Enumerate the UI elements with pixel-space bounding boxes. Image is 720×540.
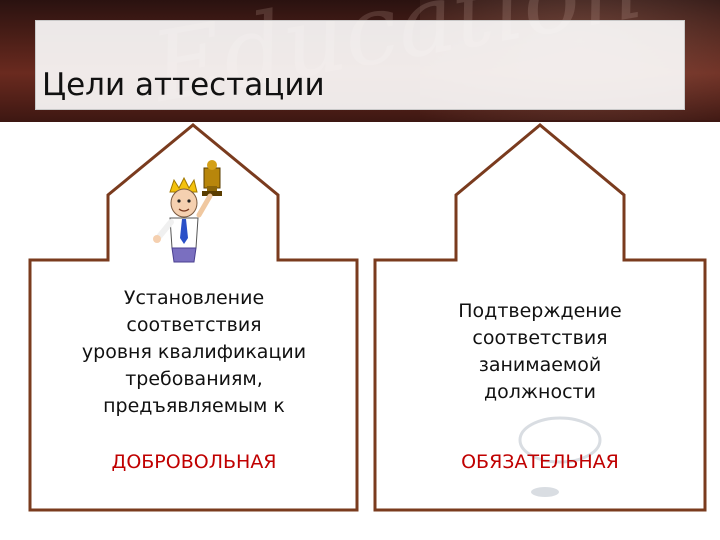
mandatory-label: ОБЯЗАТЕЛЬНАЯ <box>461 451 619 473</box>
text-line: должности <box>484 381 596 403</box>
businessman-trophy-illustration <box>153 160 222 263</box>
text-line: Подтверждение <box>458 300 622 322</box>
title-box: Цели аттестации <box>35 20 685 110</box>
text-line: предъявляемым к <box>103 395 285 417</box>
right-arrow-shape <box>373 123 707 512</box>
voluntary-label: ДОБРОВОЛЬНАЯ <box>111 451 277 473</box>
text-line: требованиям, <box>125 368 263 390</box>
text-line: занимаемой <box>478 354 602 376</box>
text-line: соответствия <box>126 314 262 336</box>
left-goal-description: Установление соответствия уровня квалифи… <box>40 285 348 420</box>
text-line: Установление <box>123 287 265 309</box>
left-arrow-shape <box>28 123 359 512</box>
right-goal-description: Подтверждение соответствия занимаемой до… <box>385 298 695 412</box>
page-title: Цели аттестации <box>42 67 325 103</box>
text-line: уровня квалификации <box>81 341 307 363</box>
faint-decoration <box>518 416 602 497</box>
text-line: соответствия <box>472 327 608 349</box>
